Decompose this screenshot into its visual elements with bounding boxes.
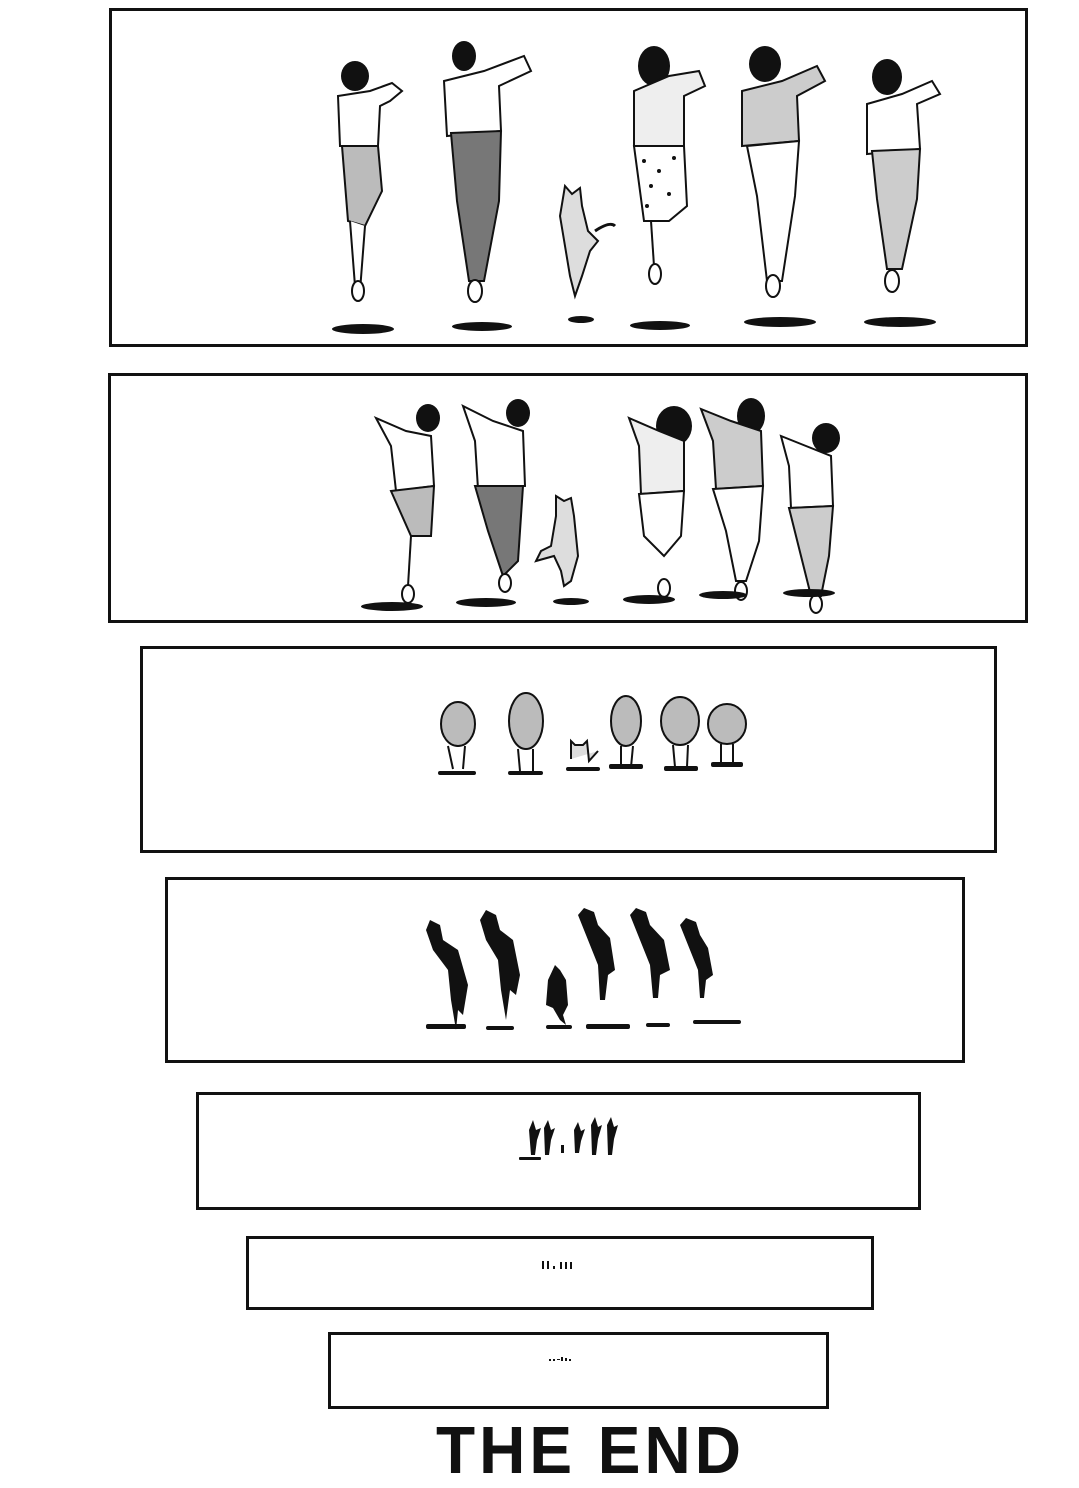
shadow xyxy=(361,602,423,611)
silhouette-group-illustration xyxy=(426,908,741,1030)
the-end-title: THE END xyxy=(436,1412,745,1488)
person-figure xyxy=(741,46,827,298)
shadow xyxy=(568,316,594,323)
tinier-silhouettes-illustration xyxy=(542,1261,572,1269)
shadow xyxy=(623,595,675,604)
panel-4 xyxy=(165,877,965,1063)
cat-figure xyxy=(570,738,599,764)
shadow xyxy=(744,317,816,327)
person-figure xyxy=(442,41,533,303)
panel-3 xyxy=(140,646,997,853)
tiny-silhouettes-illustration xyxy=(519,1117,618,1160)
jumping-group-illustration xyxy=(373,398,840,614)
person-figure xyxy=(632,46,707,285)
specks-illustration xyxy=(549,1357,571,1361)
shadow xyxy=(630,321,690,330)
shadow xyxy=(864,317,936,327)
shadow xyxy=(332,324,394,334)
shadow xyxy=(783,589,835,597)
cat-figure xyxy=(534,494,580,588)
panel-7 xyxy=(328,1332,829,1409)
cat-figure xyxy=(558,183,617,300)
shadow xyxy=(699,591,747,599)
shadow xyxy=(456,598,516,607)
group-standing-illustration xyxy=(438,692,747,775)
panel-5 xyxy=(196,1092,921,1210)
panel-6 xyxy=(246,1236,874,1310)
shadow xyxy=(553,598,589,605)
panel-2 xyxy=(108,373,1028,623)
person-figure xyxy=(866,59,942,293)
jumping-group-illustration xyxy=(336,41,942,303)
shadow xyxy=(452,322,512,331)
person-figure xyxy=(336,61,404,302)
panel-1 xyxy=(109,8,1028,347)
